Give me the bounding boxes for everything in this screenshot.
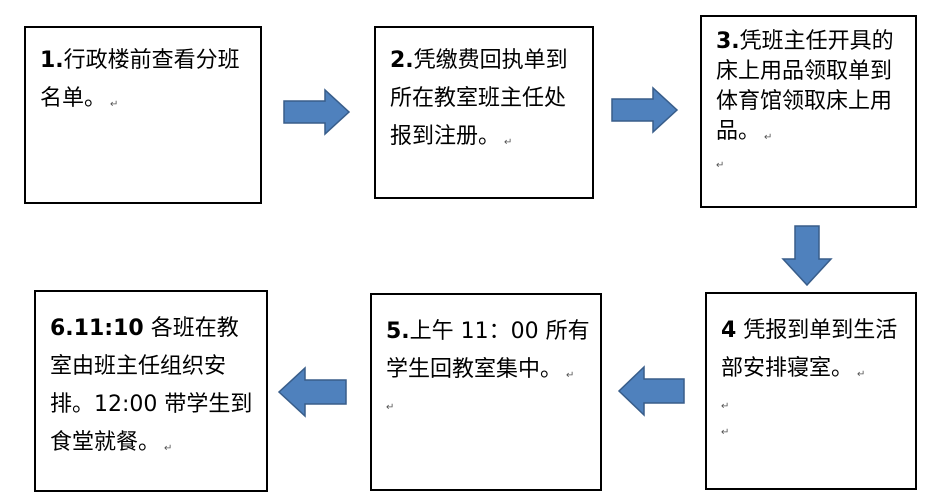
step-4-box: 4 凭报到单到生活部安排寝室。↵ ↵ ↵ xyxy=(705,292,917,490)
step-3-description: 凭班主任开具的床上用品领取单到体育馆领取床上用品。 xyxy=(716,29,894,144)
step-1-text: 1.行政楼前查看分班名单。↵ xyxy=(40,42,250,124)
paragraph-mark-icon: ↵ xyxy=(504,137,513,148)
paragraph-mark-icon: ↵ xyxy=(764,132,773,143)
step-2-box: 2.凭缴费回执单到所在教室班主任处报到注册。↵ xyxy=(374,26,594,199)
step-5-description: 上午 11：00 所有学生回教室集中。 xyxy=(386,319,590,382)
paragraph-mark-icon: ↵ xyxy=(721,427,730,438)
step-6-number: 6.11:10 xyxy=(50,316,144,341)
step-5-box: 5.上午 11：00 所有学生回教室集中。↵ ↵ xyxy=(370,293,602,491)
step-6-description: 各班在教室由班主任组织安排。12:00 带学生到食堂就餐。 xyxy=(50,316,253,455)
paragraph-mark-icon: ↵ xyxy=(566,370,575,381)
step-6-text: 6.11:10 各班在教室由班主任组织安排。12:00 带学生到食堂就餐。↵ xyxy=(50,310,256,468)
step-1-box: 1.行政楼前查看分班名单。↵ xyxy=(24,26,262,204)
paragraph-mark-icon: ↵ xyxy=(721,401,730,412)
arrow-left-icon xyxy=(617,365,685,417)
paragraph-mark-icon: ↵ xyxy=(857,369,866,380)
arrow-down-icon xyxy=(781,225,833,287)
arrow-left-icon xyxy=(277,366,347,418)
step-4-text: 4 凭报到单到生活部安排寝室。↵ xyxy=(721,312,905,394)
arrow-right-icon xyxy=(283,88,351,136)
step-3-number: 3. xyxy=(716,29,740,54)
step-1-description: 行政楼前查看分班名单。 xyxy=(40,48,240,111)
paragraph-mark-icon: ↵ xyxy=(386,402,395,413)
step-5-number: 5. xyxy=(386,319,410,344)
paragraph-mark-icon: ↵ xyxy=(164,443,173,454)
step-4-number: 4 xyxy=(721,318,737,343)
paragraph-mark-icon: ↵ xyxy=(716,160,725,171)
step-2-description: 凭缴费回执单到所在教室班主任处报到注册。 xyxy=(390,48,568,149)
step-2-text: 2.凭缴费回执单到所在教室班主任处报到注册。↵ xyxy=(390,42,582,162)
arrow-right-icon xyxy=(611,86,679,134)
step-6-box: 6.11:10 各班在教室由班主任组织安排。12:00 带学生到食堂就餐。↵ xyxy=(34,290,268,492)
paragraph-mark-icon: ↵ xyxy=(110,99,119,110)
step-3-box: 3.凭班主任开具的床上用品领取单到体育馆领取床上用品。↵ ↵ xyxy=(700,15,917,208)
step-3-text: 3.凭班主任开具的床上用品领取单到体育馆领取床上用品。↵ xyxy=(716,27,905,153)
step-1-number: 1. xyxy=(40,48,64,73)
step-4-description: 凭报到单到生活部安排寝室。 xyxy=(721,318,898,381)
step-5-text: 5.上午 11：00 所有学生回教室集中。↵ xyxy=(386,313,590,395)
step-2-number: 2. xyxy=(390,48,414,73)
